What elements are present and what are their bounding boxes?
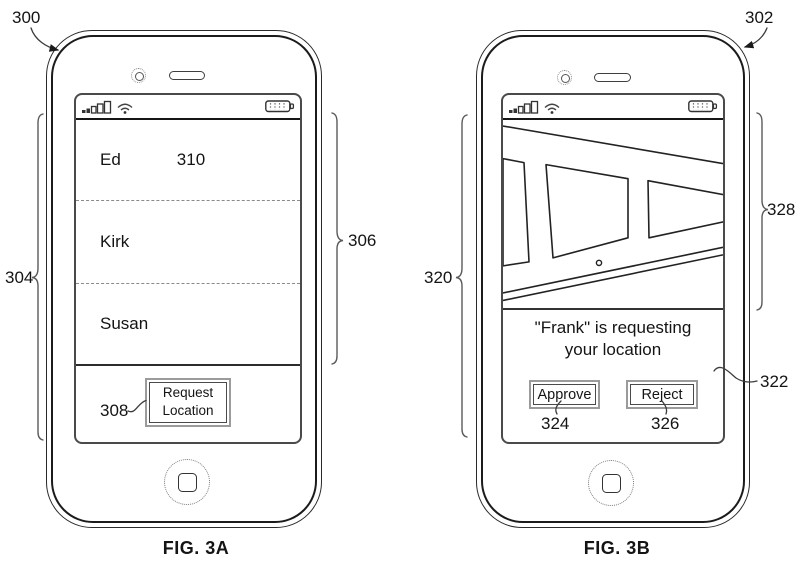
home-square-icon [601,473,621,493]
status-bar [76,95,300,120]
ref-label-310: 310 [176,149,206,169]
brace-304 [31,113,44,441]
phone-b-bezel [481,35,745,523]
request-location-button[interactable]: Request Location [145,377,231,427]
arrow-302 [743,27,768,49]
reject-button[interactable]: Reject [626,380,698,409]
ref-label-322: 322 [760,372,789,391]
figure-caption-b: FIG. 3B [583,538,651,558]
signal-wifi-icon [509,100,560,114]
speaker-slot-icon [169,71,205,80]
ref-label-326: 326 [651,414,680,433]
contact-name: Kirk [100,231,130,251]
approve-label: Approve [533,384,596,405]
signal-wifi-icon [82,100,133,114]
battery-icon [265,100,295,113]
phone-device-a: Ed 310 Kirk Susan Request Location [46,30,322,528]
approve-button[interactable]: Approve [529,380,600,409]
ref-label-304: 304 [5,268,34,287]
brace-306 [331,112,344,365]
home-button[interactable] [164,459,210,505]
ref-label-324: 324 [541,414,570,433]
ref-label-320: 320 [424,268,453,287]
ref-label-328: 328 [767,200,796,219]
phone-a-bezel [51,35,317,523]
ref-label-302: 302 [745,8,774,27]
request-location-label: Request Location [149,381,227,423]
phone-device-b: "Frank" is requesting your location Appr… [476,30,750,528]
ref-label-306: 306 [348,231,377,250]
camera-icon [131,68,146,83]
screen-a: Ed 310 Kirk Susan Request Location [74,93,302,444]
request-message-line1: "Frank" is requesting [534,318,692,337]
home-button[interactable] [588,460,634,506]
home-square-icon [177,472,197,492]
contact-row-ed[interactable]: Ed 310 [76,120,300,201]
contact-name: Ed [100,149,121,169]
speaker-slot-icon [594,73,631,82]
ref-label-300: 300 [12,8,41,27]
contact-row-susan[interactable]: Susan [76,284,300,366]
contact-name: Susan [100,313,149,333]
contact-row-kirk[interactable]: Kirk [76,201,300,284]
camera-icon [557,70,572,85]
figure-caption-a: FIG. 3A [162,538,230,558]
arrow-300 [30,27,60,52]
action-panel: Request Location [76,366,300,442]
status-bar [503,95,723,120]
request-message-line2: your location [564,340,662,359]
road-truss-drawing [503,124,723,301]
ref-label-308: 308 [100,401,129,420]
map-image [503,120,723,310]
reject-label: Reject [630,384,694,405]
location-request-panel: "Frank" is requesting your location Appr… [503,317,723,442]
battery-icon [688,100,718,113]
brace-320 [455,114,468,438]
screen-b: "Frank" is requesting your location Appr… [501,93,725,444]
